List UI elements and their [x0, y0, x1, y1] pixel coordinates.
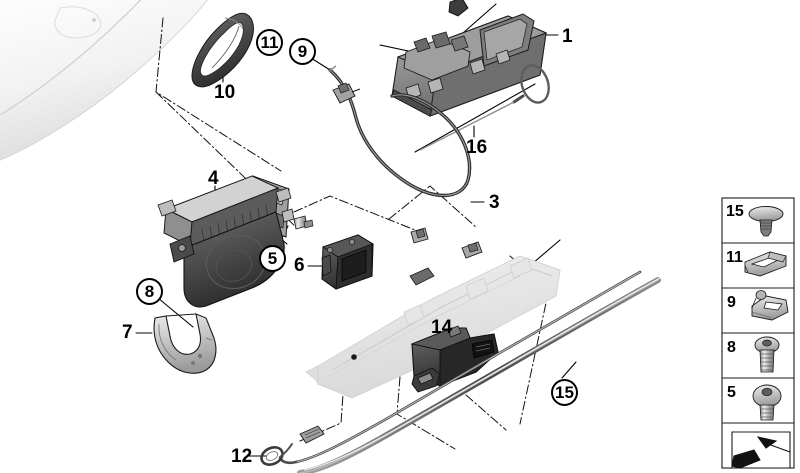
- part-14-drive-unit: [410, 325, 499, 393]
- part-16-emergency-release-loop: [419, 64, 550, 151]
- callout-10[interactable]: 10: [214, 82, 236, 103]
- callout-12[interactable]: 12: [231, 446, 253, 467]
- part-12-release-cable: [260, 270, 642, 466]
- callout-6[interactable]: 6: [294, 255, 305, 276]
- callout-3[interactable]: 3: [489, 192, 500, 213]
- tailgate-carrier-ghost: [305, 255, 561, 399]
- callout-7[interactable]: 7: [122, 322, 133, 343]
- callout-15[interactable]: 15: [551, 379, 578, 406]
- legend-number-8: 8: [727, 339, 736, 356]
- legend-panel-frame: [721, 197, 795, 469]
- tailgate-panel-graphic: [0, 0, 208, 161]
- part-10-handle-bezel: [191, 12, 254, 88]
- legend-number-11: 11: [726, 249, 743, 266]
- torx-screw-icon: [752, 384, 782, 421]
- callout-8[interactable]: 8: [136, 278, 163, 305]
- arrow-marker-icon: [731, 431, 791, 469]
- callout-16[interactable]: 16: [466, 137, 488, 158]
- part-4-lock-actuator: [157, 175, 295, 308]
- callout-5[interactable]: 5: [259, 245, 286, 272]
- legend-number-15: 15: [726, 203, 744, 220]
- part-1-lock-module: [391, 0, 548, 117]
- callout-9[interactable]: 9: [289, 38, 316, 65]
- hex-socket-bolt-icon: [754, 336, 780, 373]
- part-15-weatherstrip: [297, 277, 661, 473]
- part-3-bowden-cable: [328, 65, 472, 244]
- callout-14[interactable]: 14: [431, 317, 453, 338]
- part-7-catch-hook: [153, 313, 217, 374]
- callout-1[interactable]: 1: [562, 26, 573, 47]
- legend-number-9: 9: [727, 294, 736, 311]
- callout-4[interactable]: 4: [208, 168, 219, 189]
- part-6-catch-bracket: [321, 234, 375, 290]
- retaining-clip-icon: [744, 251, 787, 277]
- push-rivet-icon: [748, 206, 784, 237]
- cable-grommet-icon: [751, 290, 789, 321]
- part-5-screw-small: [293, 215, 314, 230]
- callout-11[interactable]: 11: [256, 29, 283, 56]
- cable-retaining-clip: [461, 241, 483, 259]
- legend-number-5: 5: [727, 384, 736, 401]
